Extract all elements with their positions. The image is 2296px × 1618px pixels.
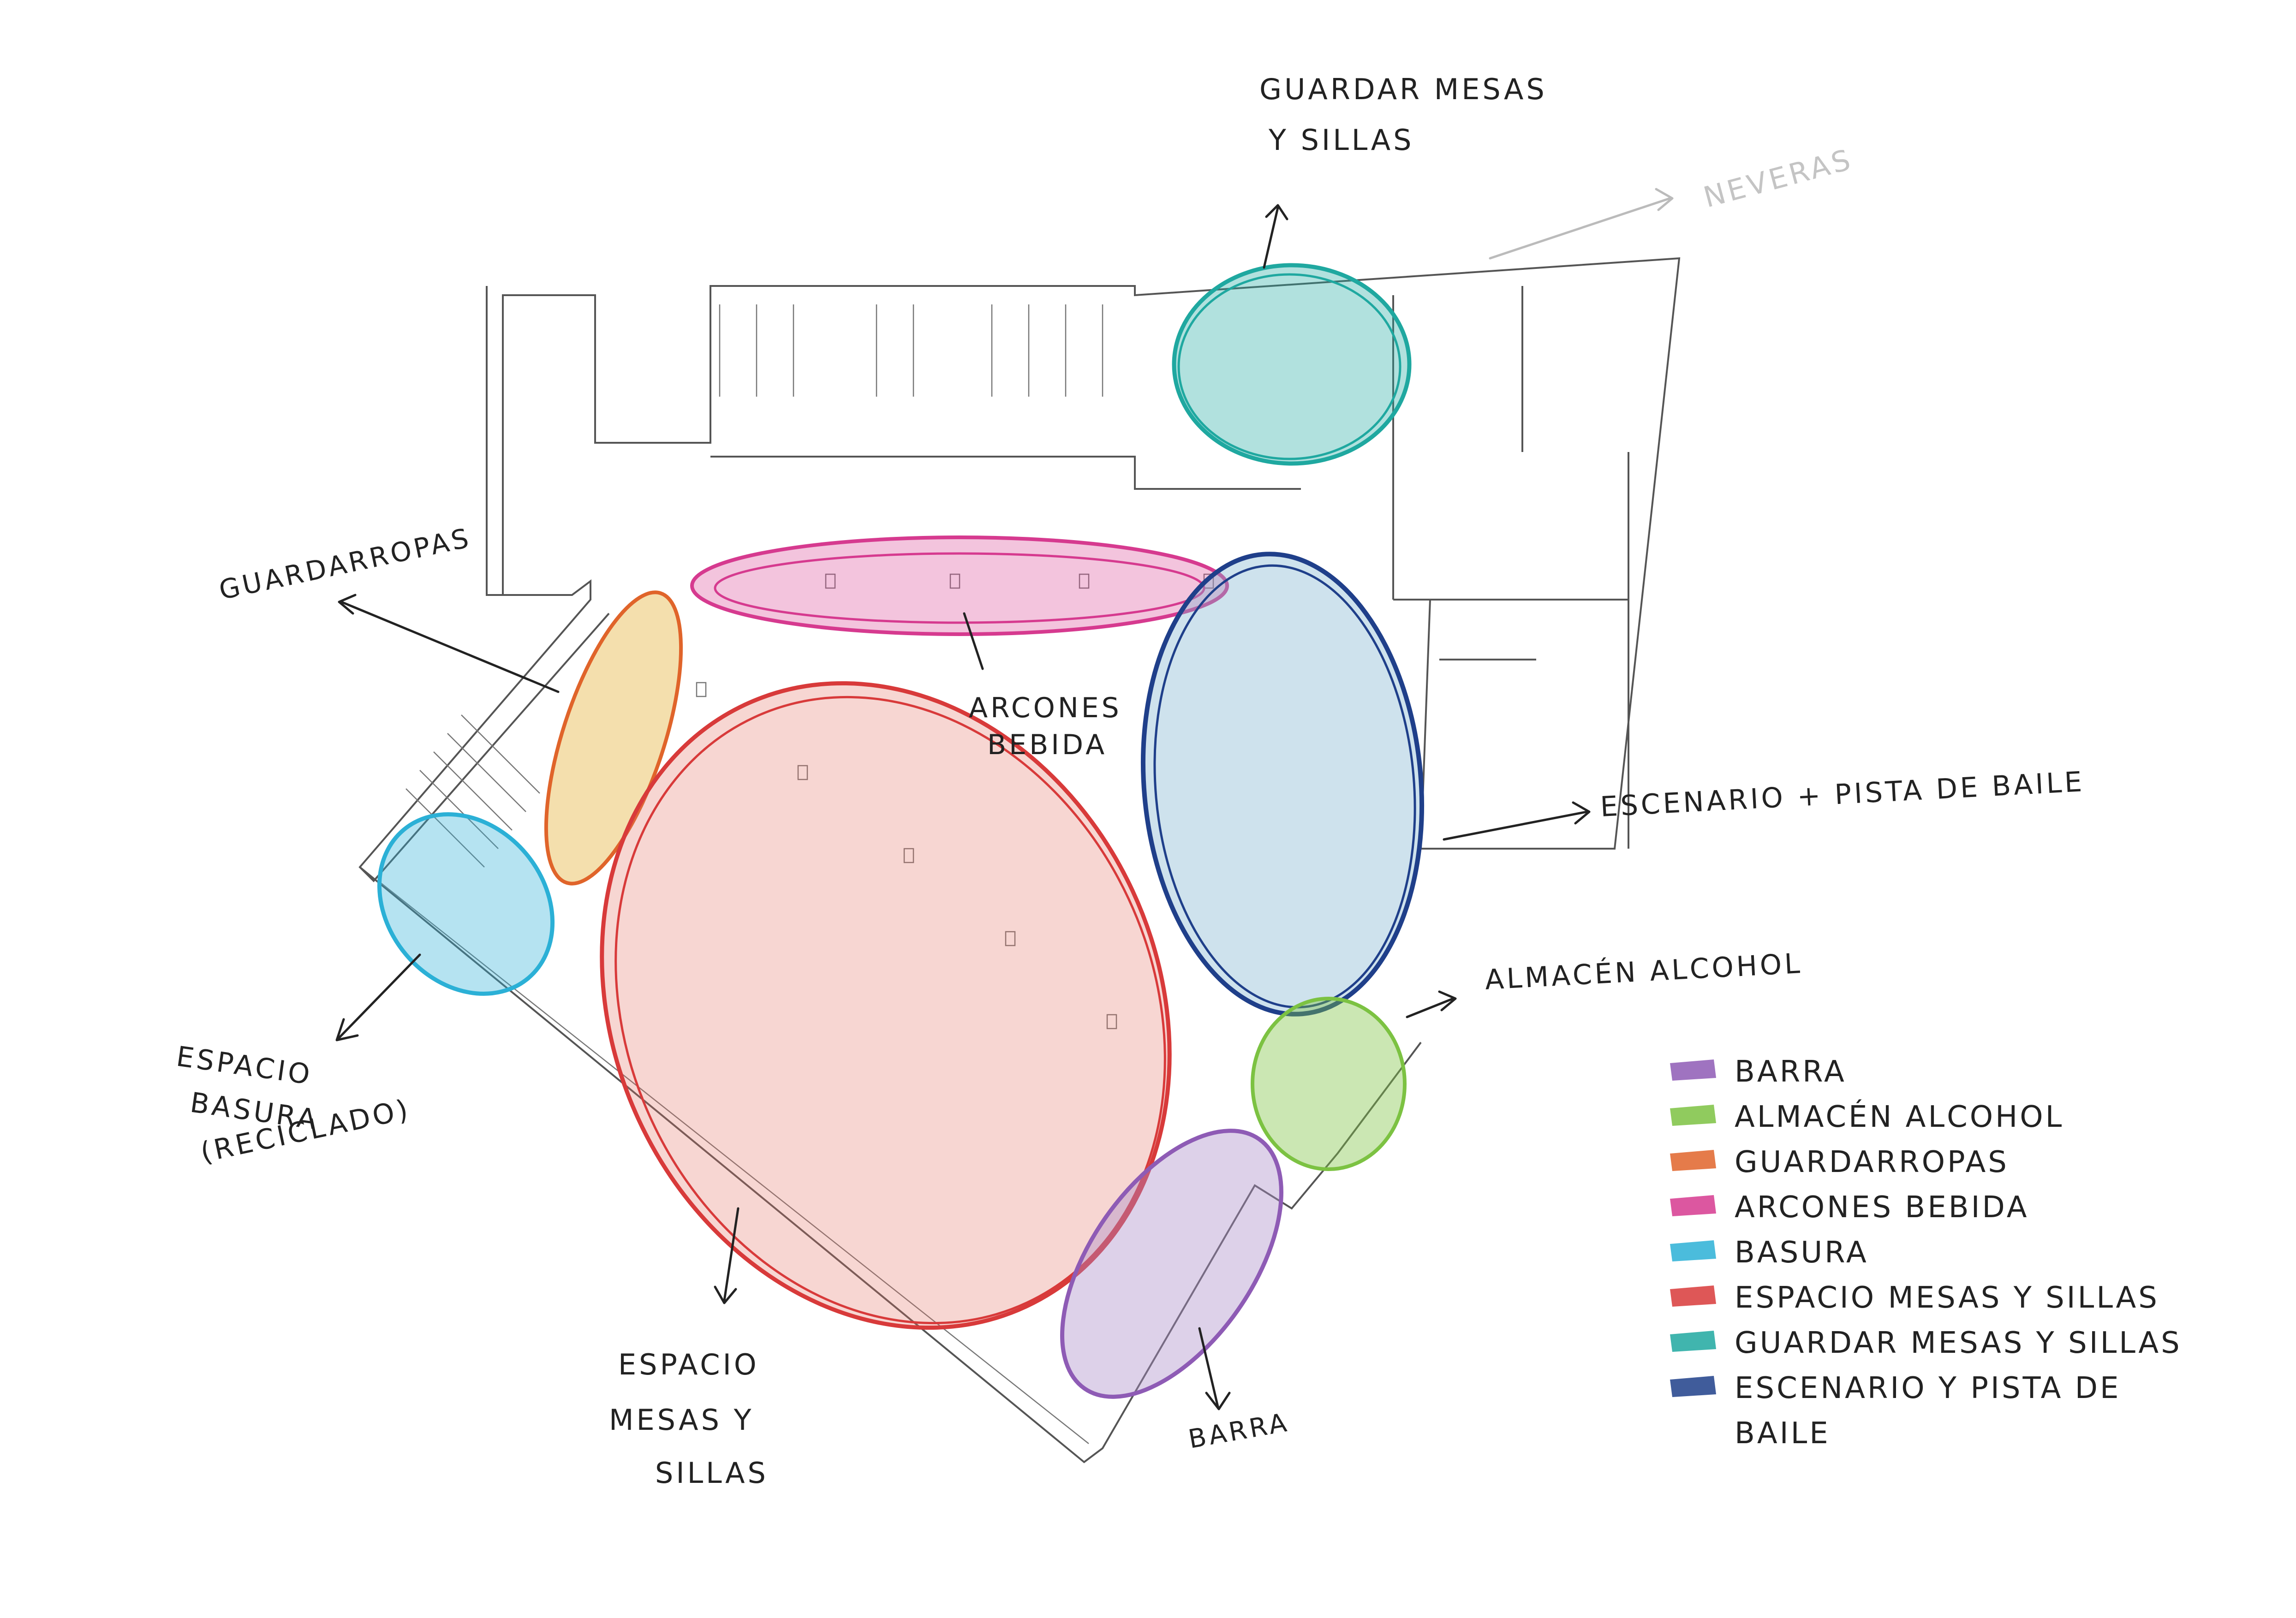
zone-almacen — [1251, 997, 1407, 1171]
label-arcones-line1: ARCONES — [969, 692, 1122, 724]
legend-swatch-2 — [1670, 1150, 1716, 1171]
label-mesas-line3: SILLAS — [655, 1456, 769, 1490]
legend-swatch-4 — [1670, 1240, 1716, 1261]
arrow-neveras — [1489, 188, 1674, 260]
label-mesas-line1: ESPACIO — [618, 1348, 759, 1381]
legend: BARRA ALMACÉN ALCOHOL GUARDARROPAS ARCONES … — [1670, 1055, 2182, 1451]
label-basura-line1: ESPACIO — [174, 1041, 315, 1092]
zone-basura — [377, 812, 555, 996]
label-almacen: ALMACÉN ALCOHOL — [1484, 946, 1803, 996]
legend-label-3: ARCONES BEBIDA — [1735, 1190, 2029, 1225]
plan-bottom-inner — [378, 880, 1089, 1444]
legend-label-4: BASURA — [1735, 1236, 1869, 1270]
label-guardarropas: GUARDARROPAS — [216, 522, 474, 606]
legend-swatch-6 — [1670, 1331, 1716, 1352]
arrow-escenario — [1443, 801, 1591, 841]
plan-columns — [696, 573, 1214, 1029]
arrow-basura — [335, 953, 421, 1041]
plan-left-wall — [358, 579, 610, 882]
label-escenario: ESCENARIO + PISTA DE BAILE — [1599, 766, 2085, 823]
zone-mesas — [600, 681, 1172, 1330]
zone-guardarropas — [544, 590, 683, 886]
legend-swatch-7 — [1670, 1376, 1716, 1397]
zones — [377, 263, 1425, 1399]
arrow-guardar — [1263, 204, 1288, 269]
legend-label-1: ALMACÉN ALCOHOL — [1735, 1099, 2064, 1134]
legend-swatch-1 — [1670, 1105, 1716, 1126]
plan-bottom-wall — [359, 866, 1422, 1463]
arrow-barra — [1198, 1327, 1231, 1410]
legend-label-6: GUARDAR MESAS Y SILLAS — [1735, 1326, 2182, 1360]
legend-swatch-0 — [1670, 1059, 1716, 1081]
floor-plan — [358, 257, 1681, 1463]
legend-label-2: GUARDARROPAS — [1735, 1145, 2009, 1179]
label-arcones-line2: BEBIDA — [987, 729, 1107, 761]
label-mesas-line2: MESAS Y — [609, 1403, 754, 1437]
legend-label-5: ESPACIO MESAS Y SILLAS — [1735, 1281, 2159, 1315]
arrow-mesas — [714, 1207, 739, 1304]
leader-arrows — [335, 188, 1674, 1410]
label-neveras: NEVERAS — [1700, 142, 1856, 214]
legend-label-last-line: BAILE — [1735, 1416, 1831, 1451]
plan-stalls — [719, 304, 1103, 397]
plan-right-room — [1420, 599, 1629, 849]
label-guardar-line2: Y SILLAS — [1268, 123, 1414, 157]
legend-swatch-5 — [1670, 1285, 1716, 1307]
arrow-almacen — [1406, 990, 1457, 1018]
label-barra: BARRA — [1186, 1407, 1292, 1454]
zone-barra — [1060, 1129, 1283, 1399]
legend-label-0: BARRA — [1735, 1055, 1847, 1089]
arrow-guardarropas — [338, 594, 560, 693]
legend-label-7: ESCENARIO Y PISTA DE — [1735, 1371, 2121, 1405]
legend-swatch-3 — [1670, 1195, 1716, 1216]
zone-guardar-mesas — [1172, 263, 1412, 466]
zone-arcones — [690, 535, 1229, 636]
label-guardar-line1: GUARDAR MESAS — [1259, 72, 1547, 106]
plan-top-inner — [710, 286, 1629, 849]
zone-escenario — [1140, 552, 1425, 1017]
arrow-arcones — [963, 612, 984, 670]
plan-stairs — [406, 714, 540, 868]
